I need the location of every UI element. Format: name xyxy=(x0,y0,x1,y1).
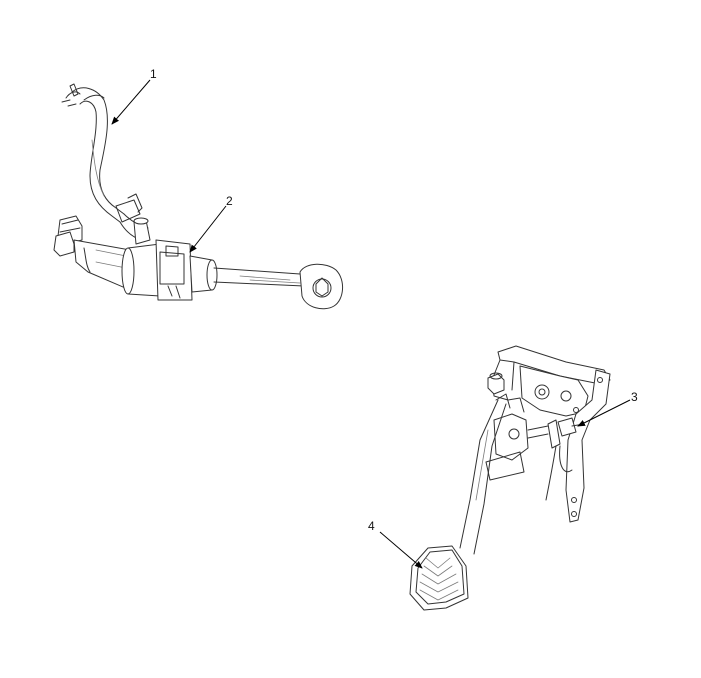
leader-3 xyxy=(577,399,631,427)
master-cylinder xyxy=(53,215,343,310)
callout-4: 4 xyxy=(368,519,375,533)
leader-1 xyxy=(111,79,151,125)
leader-4 xyxy=(379,531,423,569)
callout-leaders xyxy=(111,79,631,569)
callout-labels: 1 2 3 4 xyxy=(150,67,638,533)
callout-3: 3 xyxy=(631,390,638,404)
callout-1: 1 xyxy=(150,67,157,81)
leader-2 xyxy=(189,205,227,253)
pedal-assembly xyxy=(409,345,611,611)
callout-2: 2 xyxy=(226,194,233,208)
